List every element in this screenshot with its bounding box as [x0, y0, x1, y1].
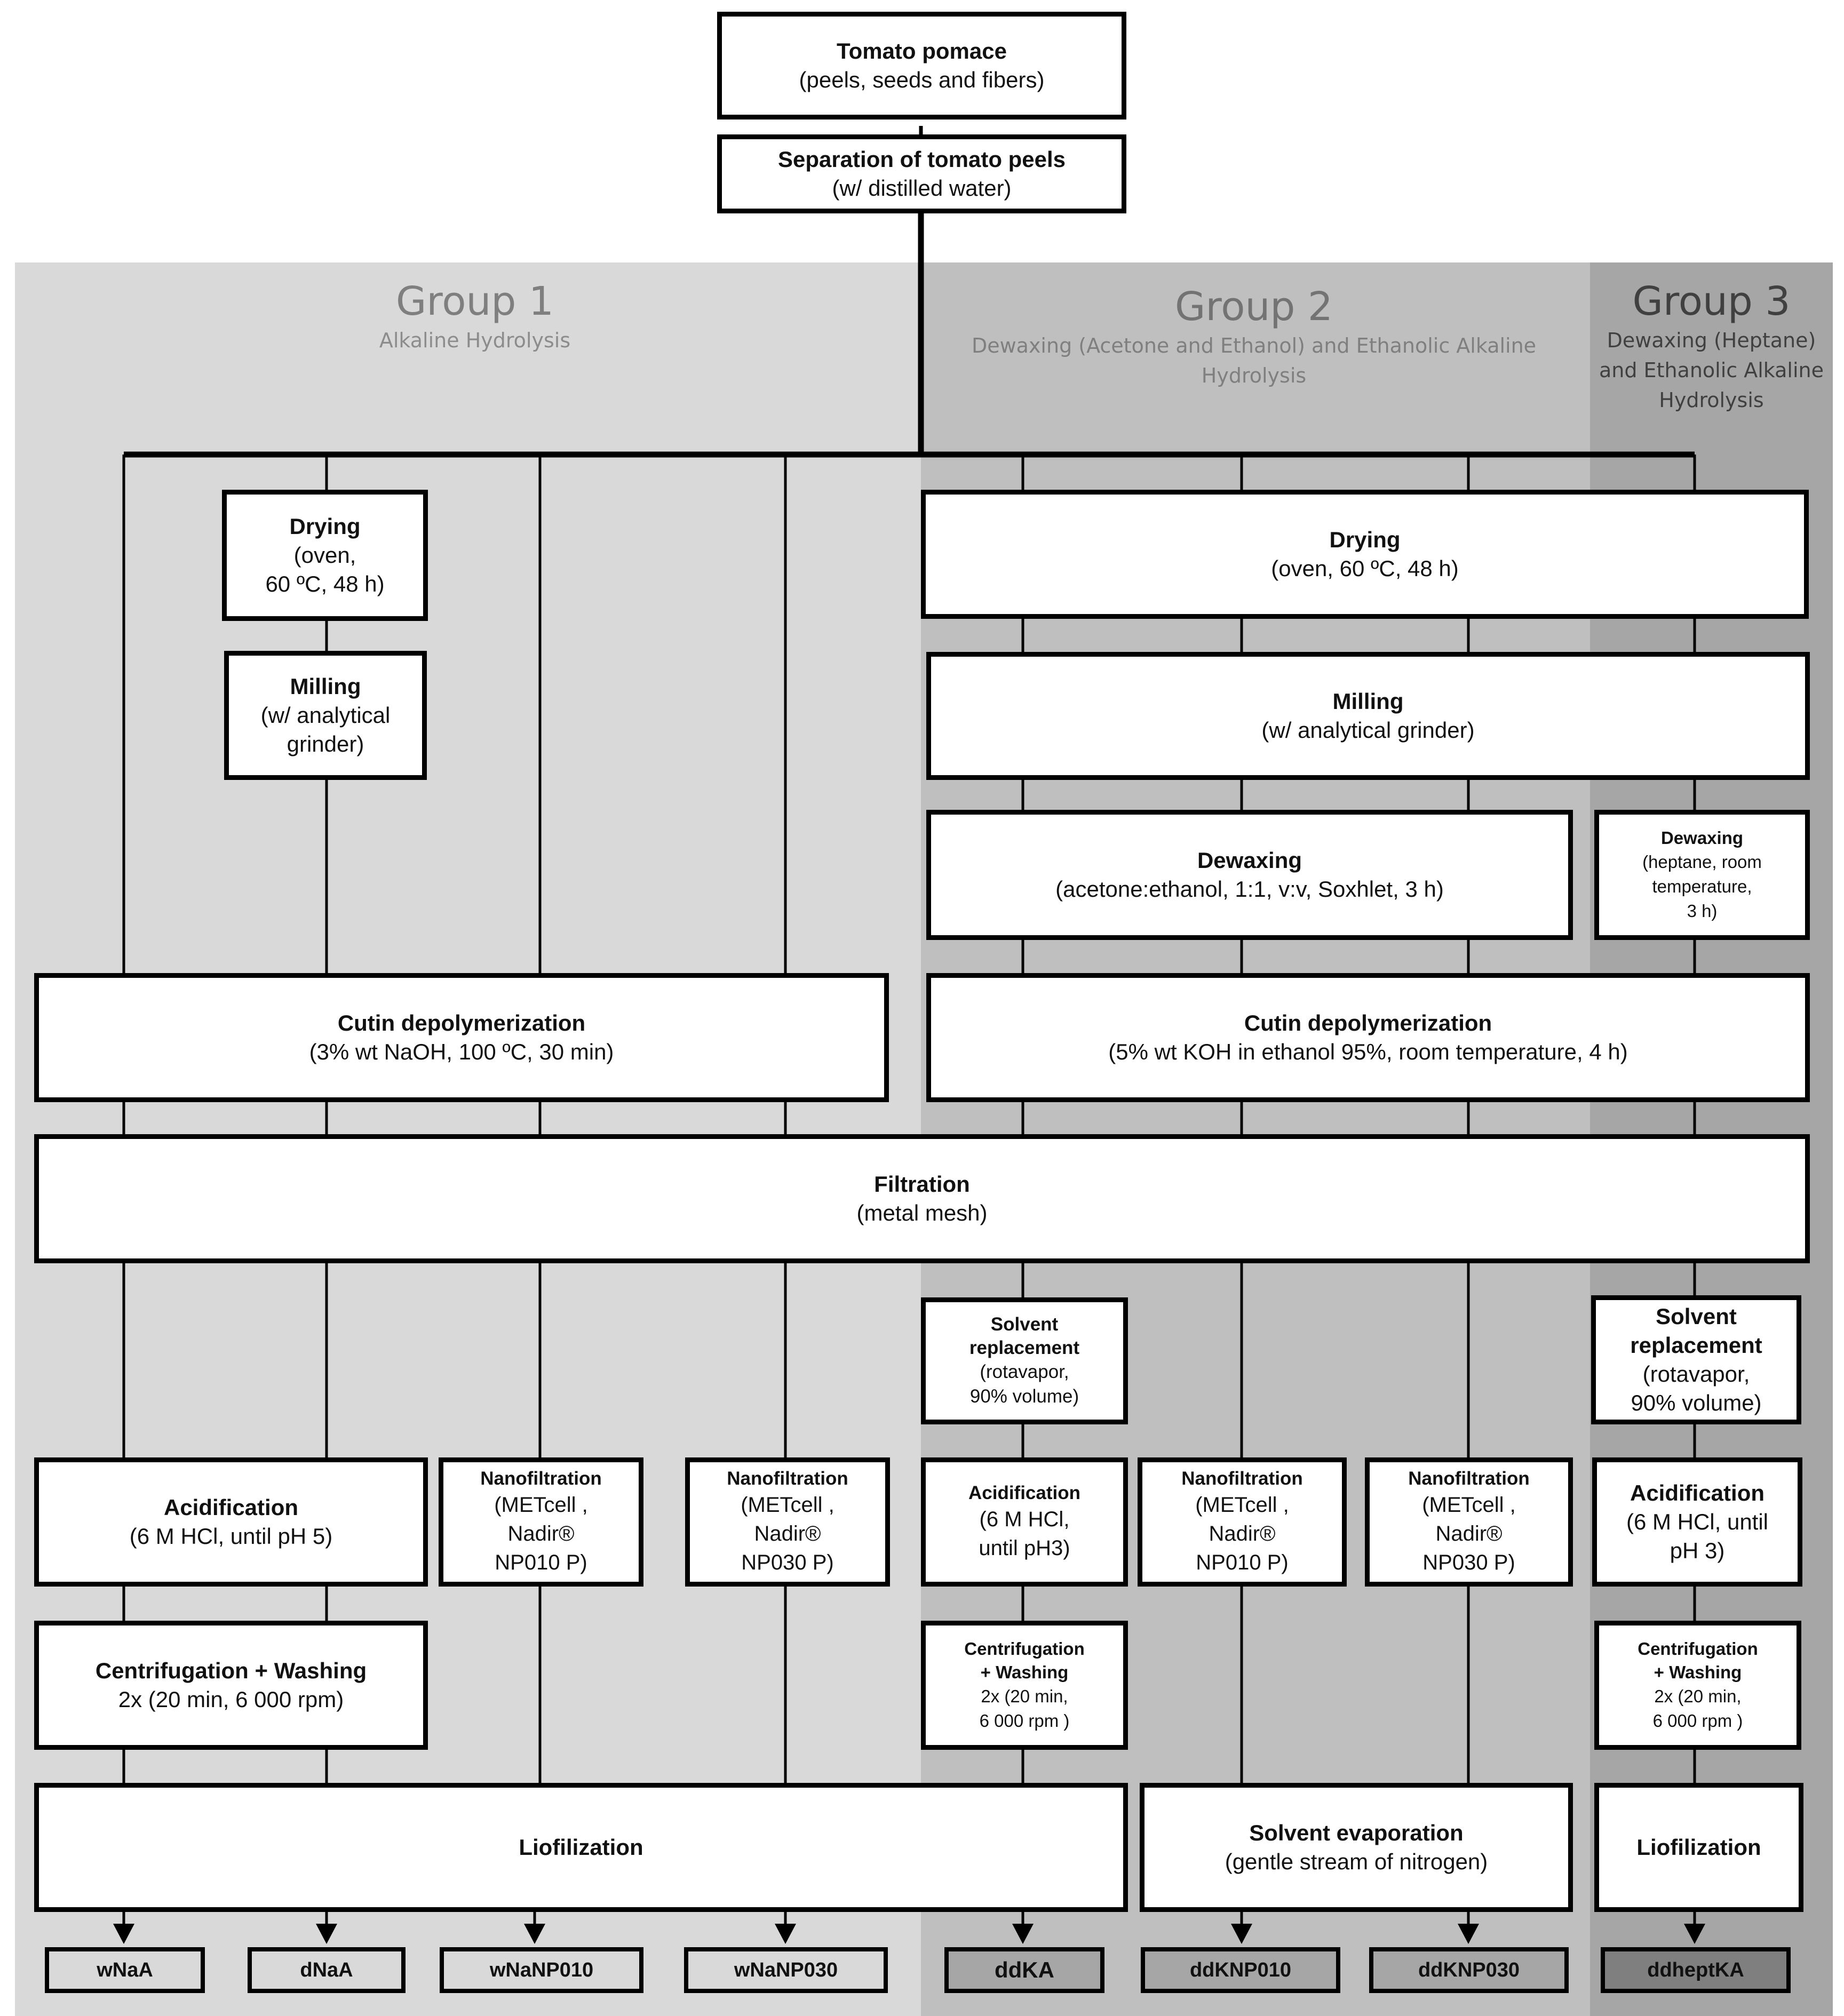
box-title: Solvent evaporation: [1249, 1820, 1464, 1845]
milling-g23-box: Milling (w/ analytical grinder): [926, 652, 1810, 780]
filtration-box: Filtration (metal mesh): [34, 1134, 1810, 1263]
solvent-replacement-g2-box: Solvent replacement (rotavapor, 90% volu…: [921, 1297, 1128, 1424]
box-title: Drying: [1329, 527, 1401, 552]
box-detail: (rotavapor, 90% volume): [1631, 1361, 1762, 1415]
group-1-title: Group 1 Alkaline Hydrolysis: [235, 277, 715, 355]
box-detail: (w/ analytical grinder): [260, 703, 391, 756]
liofilization-g3-box: Liofilization: [1594, 1783, 1803, 1912]
box-title: Dewaxing: [1197, 848, 1302, 873]
box-title: Dewaxing: [1660, 828, 1744, 848]
box-detail: (6 M HCl, until pH3): [979, 1508, 1070, 1560]
group-1-name: Group 1: [396, 278, 554, 324]
separation-box: Separation of tomato peels (w/ distilled…: [717, 134, 1126, 213]
solvent-replacement-g3-box: Solvent replacement (rotavapor, 90% volu…: [1591, 1295, 1801, 1424]
liofilization-g1-g2-box: Liofilization: [34, 1783, 1128, 1912]
tomato-pomace-box: Tomato pomace (peels, seeds and fibers): [717, 12, 1126, 119]
group-2-name: Group 2: [1175, 284, 1333, 330]
box-detail: (heptane, room temperature, 3 h): [1642, 852, 1762, 921]
output-ddheptKA: ddheptKA: [1601, 1947, 1791, 1993]
box-detail: (peels, seeds and fibers): [799, 67, 1045, 92]
box-detail: (METcell , Nadir® NP030 P): [741, 1493, 834, 1574]
milling-g1-box: Milling (w/ analytical grinder): [224, 651, 427, 780]
box-title: Nanofiltration: [480, 1468, 602, 1489]
output-ddKNP030: ddKNP030: [1369, 1947, 1569, 1993]
box-title: Centrifugation + Washing: [1638, 1639, 1758, 1682]
output-ddKNP010: ddKNP010: [1141, 1947, 1340, 1993]
box-detail: (w/ analytical grinder): [1261, 718, 1475, 743]
box-detail: (acetone:ethanol, 1:1, v:v, Soxhlet, 3 h…: [1055, 876, 1444, 902]
solvent-evaporation-box: Solvent evaporation (gentle stream of ni…: [1140, 1783, 1573, 1912]
box-detail: (rotavapor, 90% volume): [969, 1361, 1079, 1407]
nanofiltration-np030-g2-box: Nanofiltration (METcell , Nadir® NP030 P…: [1365, 1457, 1573, 1587]
nanofiltration-np010-g1-box: Nanofiltration (METcell , Nadir® NP010 P…: [439, 1457, 643, 1587]
box-detail: (6 M HCl, until pH 3): [1626, 1509, 1769, 1563]
group-3-name: Group 3: [1632, 278, 1791, 324]
box-title: Drying: [289, 514, 361, 539]
box-detail: (oven, 60 ºC, 48 h): [265, 543, 385, 596]
drying-g1-box: Drying (oven, 60 ºC, 48 h): [222, 490, 428, 621]
output-ddKA: ddKA: [944, 1947, 1104, 1993]
box-title: Separation of tomato peels: [777, 147, 1066, 172]
box-title: Centrifugation + Washing: [95, 1658, 367, 1683]
box-title: Acidification: [968, 1483, 1081, 1503]
group-2-title: Group 2 Dewaxing (Acetone and Ethanol) a…: [955, 283, 1553, 391]
box-detail: (METcell , Nadir® NP030 P): [1422, 1493, 1516, 1574]
box-detail: (METcell , Nadir® NP010 P): [1195, 1493, 1289, 1574]
box-title: Cutin depolymerization: [1244, 1010, 1492, 1035]
box-title: Cutin depolymerization: [337, 1010, 586, 1035]
drying-g23-box: Drying (oven, 60 ºC, 48 h): [921, 490, 1809, 619]
box-title: Acidification: [1630, 1480, 1765, 1505]
acidification-g2-box: Acidification (6 M HCl, until pH3): [921, 1457, 1128, 1587]
box-detail: 2x (20 min, 6 000 rpm ): [979, 1686, 1070, 1731]
box-detail: (METcell , Nadir® NP010 P): [494, 1493, 588, 1574]
centrifugation-g2-box: Centrifugation + Washing 2x (20 min, 6 0…: [921, 1621, 1128, 1750]
output-wNaA: wNaA: [45, 1947, 205, 1993]
box-detail: (5% wt KOH in ethanol 95%, room temperat…: [1108, 1039, 1628, 1064]
box-detail: 2x (20 min, 6 000 rpm): [118, 1687, 344, 1712]
centrifugation-g3-box: Centrifugation + Washing 2x (20 min, 6 0…: [1594, 1621, 1801, 1750]
group-1-subtitle: Alkaline Hydrolysis: [379, 329, 571, 352]
box-title: Nanofiltration: [727, 1468, 848, 1489]
output-dNaA: dNaA: [248, 1947, 406, 1993]
dewaxing-g2-box: Dewaxing (acetone:ethanol, 1:1, v:v, Sox…: [926, 810, 1573, 940]
centrifugation-g1-box: Centrifugation + Washing 2x (20 min, 6 0…: [34, 1621, 428, 1750]
box-title: Tomato pomace: [837, 38, 1007, 63]
box-detail: (oven, 60 ºC, 48 h): [1271, 556, 1459, 581]
cutin-depolymerization-g1-box: Cutin depolymerization (3% wt NaOH, 100 …: [34, 973, 889, 1102]
box-detail: (3% wt NaOH, 100 ºC, 30 min): [309, 1039, 614, 1064]
output-wNaNP030: wNaNP030: [684, 1947, 888, 1993]
cutin-depolymerization-g23-box: Cutin depolymerization (5% wt KOH in eth…: [926, 973, 1810, 1102]
box-detail: (6 M HCl, until pH 5): [129, 1524, 333, 1549]
output-wNaNP010: wNaNP010: [440, 1947, 643, 1993]
group-3-title: Group 3 Dewaxing (Heptane) and Ethanolic…: [1595, 277, 1827, 415]
box-title: Solvent replacement: [969, 1314, 1080, 1358]
box-title: Nanofiltration: [1408, 1468, 1530, 1489]
box-detail: (w/ distilled water): [832, 176, 1012, 201]
box-title: Liofilization: [519, 1835, 643, 1860]
acidification-g1-box: Acidification (6 M HCl, until pH 5): [34, 1457, 428, 1587]
box-detail: (gentle stream of nitrogen): [1225, 1849, 1488, 1874]
box-title: Liofilization: [1636, 1835, 1761, 1860]
box-title: Centrifugation + Washing: [964, 1639, 1085, 1682]
box-title: Milling: [290, 674, 361, 699]
box-title: Acidification: [163, 1495, 299, 1520]
nanofiltration-np030-g1-box: Nanofiltration (METcell , Nadir® NP030 P…: [685, 1457, 890, 1587]
group-2-subtitle: Dewaxing (Acetone and Ethanol) and Ethan…: [971, 334, 1537, 387]
box-title: Nanofiltration: [1181, 1468, 1303, 1489]
dewaxing-g3-box: Dewaxing (heptane, room temperature, 3 h…: [1594, 810, 1810, 940]
box-detail: 2x (20 min, 6 000 rpm ): [1652, 1686, 1743, 1731]
box-detail: (metal mesh): [856, 1200, 988, 1225]
nanofiltration-np010-g2-box: Nanofiltration (METcell , Nadir® NP010 P…: [1138, 1457, 1347, 1587]
box-title: Solvent replacement: [1630, 1304, 1762, 1358]
group-3-subtitle: Dewaxing (Heptane) and Ethanolic Alkalin…: [1599, 329, 1824, 412]
box-title: Filtration: [874, 1172, 970, 1197]
acidification-g3-box: Acidification (6 M HCl, until pH 3): [1592, 1457, 1802, 1587]
box-title: Milling: [1332, 689, 1404, 714]
